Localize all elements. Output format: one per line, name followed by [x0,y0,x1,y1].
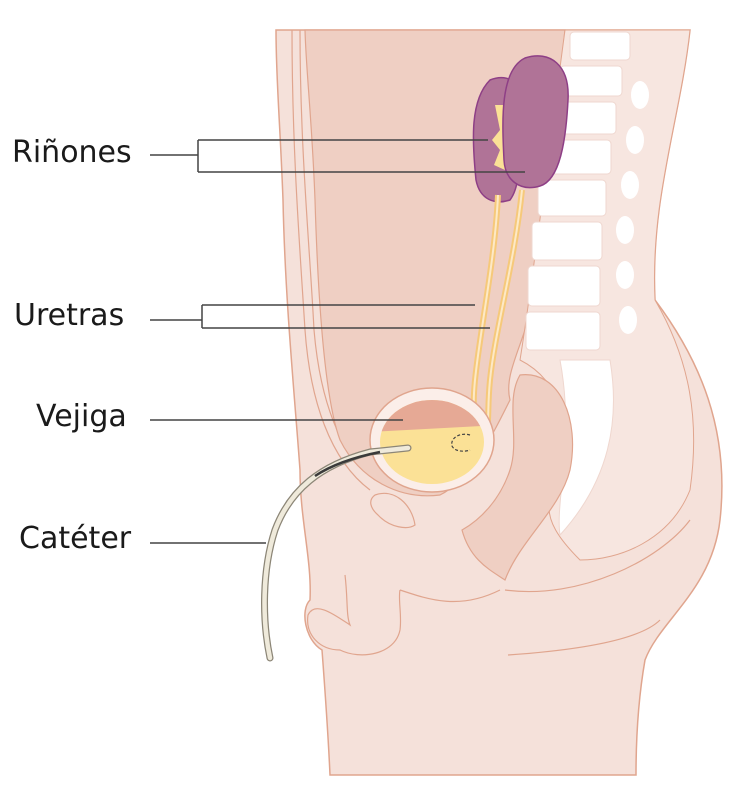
label-catheter: Catéter [19,521,132,556]
spinous-processes [616,81,649,334]
label-bladder: Vejiga [36,399,127,434]
label-kidneys: Riñones [12,135,132,170]
catheter-urethra-sheath [314,450,381,478]
leader-lines [150,139,525,544]
vertebrae [525,31,631,537]
pubic-bone [370,492,416,529]
rectum [461,374,574,581]
thigh-line [507,619,661,656]
kidney-front [502,55,569,189]
genitals [307,574,402,656]
leader-ureters [150,304,490,329]
abdominal-wall [291,29,371,491]
leader-kidneys [150,139,525,173]
buttock-line [504,519,691,593]
perineum-line [399,589,501,603]
ureter-opening [451,433,471,452]
label-ureters: Uretras [14,298,125,333]
